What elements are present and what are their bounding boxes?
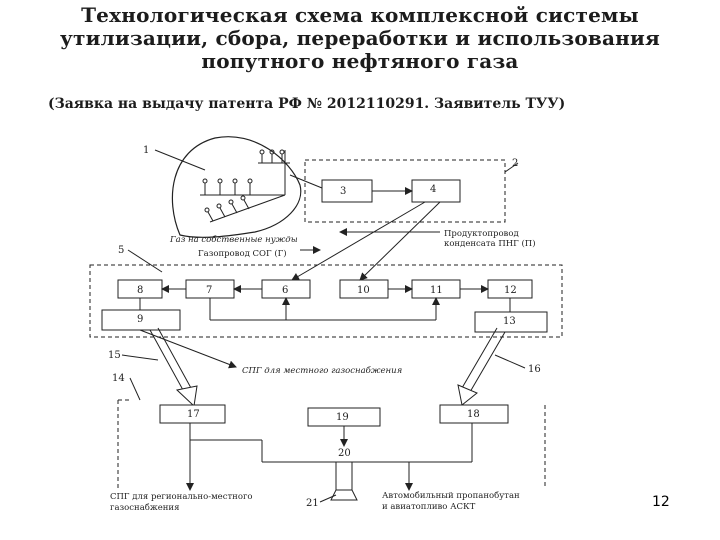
- lpg-regional-label-2: газоснабжения: [110, 502, 179, 513]
- box-7-label: 7: [206, 285, 212, 296]
- row-flows: [139, 285, 511, 321]
- hollow-arrow-9-to-17: [149, 327, 198, 408]
- box-21-label: 21: [306, 498, 319, 509]
- callout-14: 14: [112, 373, 125, 384]
- title-line-3: попутного нефтяного газа: [201, 49, 519, 73]
- auto-propane-label-2: и авиатопливо АСКТ: [382, 502, 476, 512]
- box-20-label: 20: [338, 448, 351, 459]
- box-12-label: 12: [504, 285, 517, 296]
- box-11-label: 11: [430, 285, 443, 296]
- box-9-label: 9: [137, 314, 143, 325]
- lower-flows: [186, 423, 473, 491]
- callout-2: 2: [512, 158, 518, 169]
- callout-15: 15: [108, 350, 121, 361]
- distribution-boundary: [117, 399, 546, 488]
- title-line-2: утилизации, сбора, переработки и использ…: [60, 26, 660, 50]
- box-6-label: 6: [282, 285, 288, 296]
- gas-pipeline-label: Газопровод СОГ (Г): [198, 248, 287, 259]
- box-13: [474, 311, 548, 333]
- lpg-regional-label-1: СПГ для регионально-местного: [110, 492, 253, 502]
- wells: [200, 149, 290, 223]
- callout-16: 16: [528, 364, 541, 375]
- box-17: [159, 404, 226, 424]
- box-3-label: 3: [340, 186, 346, 197]
- box-19-label: 19: [336, 412, 349, 423]
- flow-field-to-3: [289, 174, 323, 189]
- title-line-1: Технологическая схема комплексной систем…: [81, 3, 639, 27]
- box-20: [335, 461, 353, 491]
- callout-1-leader: [154, 149, 206, 171]
- callout-1: 1: [143, 145, 149, 156]
- processing-boundary: [89, 264, 563, 338]
- box-18-label: 18: [467, 409, 480, 420]
- condensate-pipeline-label-2: конденсата ПНГ (П): [444, 238, 536, 249]
- page-title: Технологическая схема комплексной систем…: [0, 4, 720, 73]
- callout-14-leader: [129, 377, 141, 401]
- box-10-label: 10: [357, 285, 370, 296]
- box-4-label: 4: [430, 184, 436, 195]
- unit-2-boundary: [304, 159, 506, 223]
- callout-15-leader: [121, 354, 159, 361]
- box-18: [439, 404, 509, 424]
- box-8-label: 8: [137, 285, 143, 296]
- flow-4-to-6: [291, 201, 426, 281]
- patent-subtitle: (Заявка на выдачу патента РФ № 201211029…: [48, 96, 566, 112]
- callout-5-leader: [127, 249, 163, 273]
- box-13-label: 13: [503, 316, 516, 327]
- callout-5: 5: [118, 245, 124, 256]
- gas-own-needs-label: Газ на собственные нужды: [169, 234, 298, 245]
- callout-16-leader: [494, 354, 526, 369]
- lpg-local-label: СПГ для местного газоснабжения: [242, 365, 403, 376]
- auto-propane-label-1: Автомобильный пропанобутан: [382, 490, 520, 501]
- page-number: 12: [652, 494, 670, 510]
- oil-field-outline: [171, 136, 302, 238]
- box-17-label: 17: [187, 409, 200, 420]
- condensate-pipeline-label-1: Продуктопровод: [444, 229, 519, 239]
- callout-21-leader: [319, 494, 337, 503]
- lpg-local-flow: [139, 329, 237, 369]
- callout-2-leader: [504, 162, 519, 173]
- hollow-arrow-13-to-18: [457, 327, 506, 406]
- flow-4-to-10: [359, 201, 441, 281]
- box-3: [321, 179, 373, 203]
